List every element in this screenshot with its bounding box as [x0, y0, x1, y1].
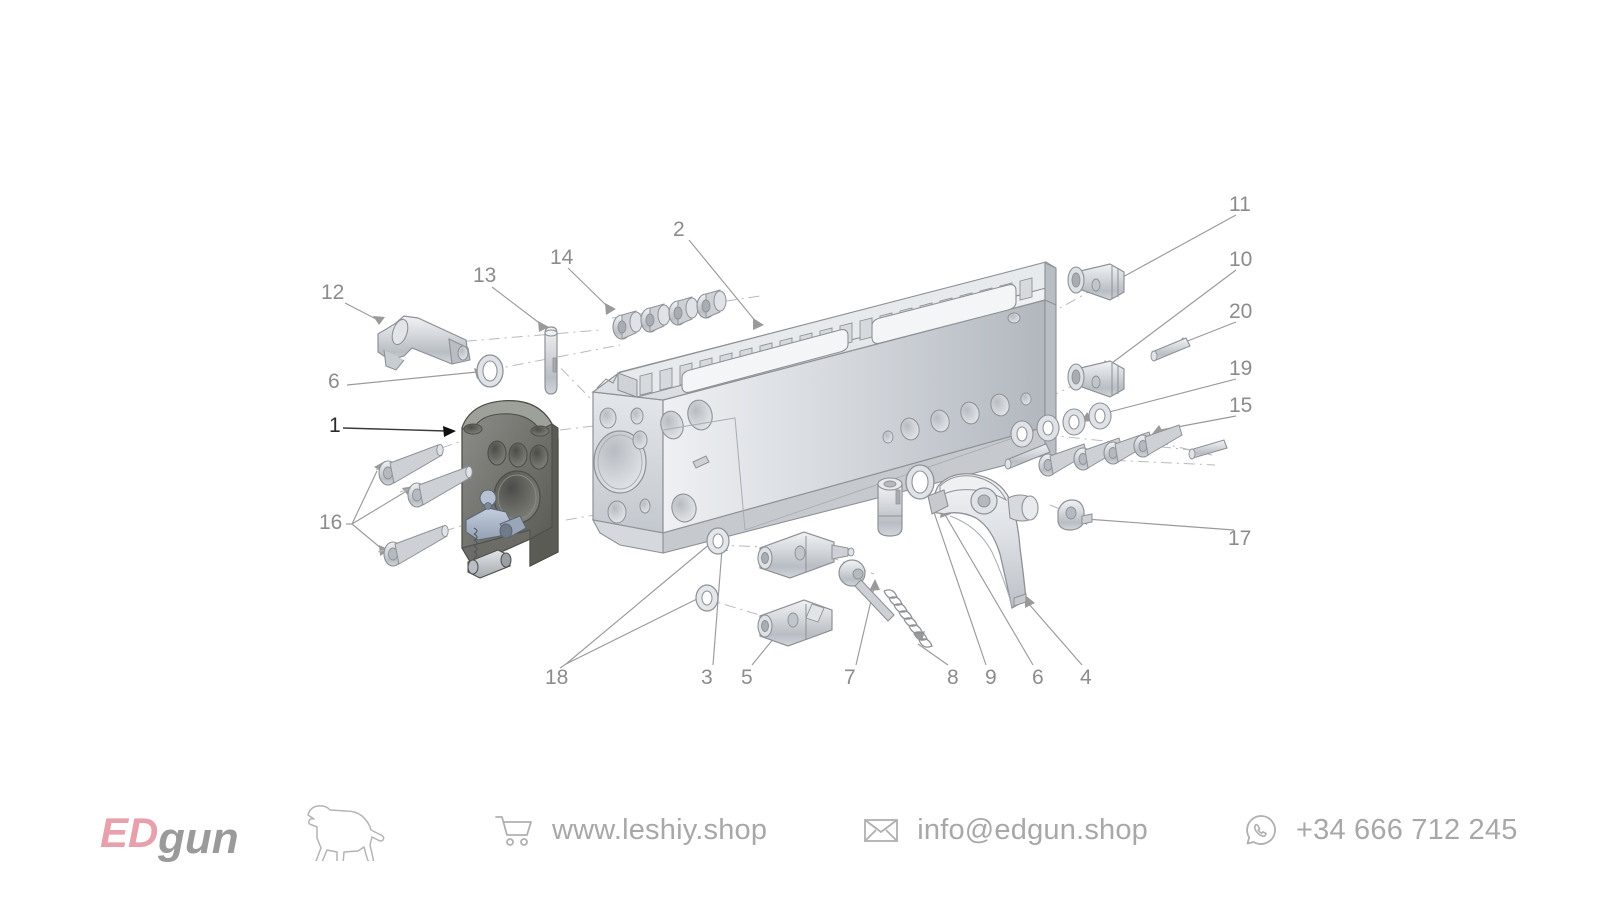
washer-flat-group-part-18 — [695, 527, 730, 612]
whatsapp-icon — [1246, 815, 1276, 845]
dowel-pin-group-part-20 — [1004, 337, 1228, 470]
callout-label-16: 16 — [319, 511, 342, 534]
callout-label-7: 7 — [844, 666, 856, 689]
exploded-diagram: 1 2 3 4 5 6 6 7 8 9 10 11 12 13 14 15 16… — [319, 193, 1252, 689]
phone-text: +34 666 712 245 — [1296, 813, 1518, 846]
callout-label-5: 5 — [741, 666, 753, 689]
dog-silhouette-icon — [307, 805, 385, 861]
stepped-bushing-group-part-14 — [612, 289, 727, 340]
website-text: www.leshiy.shop — [552, 813, 768, 846]
callout-label-2: 2 — [673, 218, 685, 241]
email-link[interactable]: info@edgun.shop — [863, 814, 1148, 847]
callout-label-13: 13 — [473, 264, 496, 287]
callout-labels: 1 2 3 4 5 6 6 7 8 9 10 11 12 13 14 15 16… — [319, 193, 1252, 689]
callout-label-8: 8 — [947, 666, 959, 689]
callout-label-15: 15 — [1229, 394, 1252, 417]
envelope-icon — [864, 819, 899, 842]
o-ring-part-6-left — [476, 354, 504, 388]
phone-link[interactable]: +34 666 712 245 — [1244, 813, 1518, 847]
coil-spring-part-8 — [883, 589, 933, 648]
valve-stem-pin-part-13 — [544, 326, 558, 395]
cylindrical-pin-block-part-5 — [757, 599, 833, 647]
footer-bar: ED gun www.leshiy.shop info@edgun.shop — [0, 760, 1600, 900]
ball-end-rod-part-7 — [838, 559, 895, 622]
breech-block-part-1 — [461, 400, 559, 579]
washer-ring-group-part-19 — [1010, 402, 1112, 448]
o-ring-part-6-right — [905, 464, 935, 500]
callout-label-9: 9 — [985, 666, 997, 689]
callout-label-3: 3 — [701, 666, 713, 689]
callout-label-6-right: 6 — [1032, 666, 1044, 689]
logo-ed-text: ED — [100, 809, 158, 856]
callout-label-4: 4 — [1080, 666, 1092, 689]
edgun-logo: ED gun — [100, 795, 386, 865]
callout-label-18: 18 — [545, 666, 568, 689]
email-text: info@edgun.shop — [917, 813, 1148, 846]
callout-label-11: 11 — [1229, 193, 1251, 216]
edgun-wordmark: ED gun — [100, 809, 239, 863]
callout-label-10: 10 — [1229, 248, 1252, 271]
callout-label-20: 20 — [1229, 300, 1252, 323]
callout-label-1: 1 — [329, 414, 341, 437]
callout-label-12: 12 — [321, 281, 344, 304]
bolt-handle-part-12 — [377, 315, 471, 371]
socket-screw-group-part-15 — [1038, 424, 1183, 477]
website-link[interactable]: www.leshiy.shop — [494, 813, 767, 847]
barrel-adapter-part-10 — [1067, 360, 1125, 398]
button-head-screw-part-17 — [1057, 499, 1093, 531]
callout-label-17: 17 — [1228, 527, 1251, 550]
trigger-guard-lever-arm-part-4 — [927, 473, 1039, 610]
socket-head-cap-screw-group-part-16 — [378, 443, 473, 567]
bushing-sleeve-part-9 — [877, 477, 903, 537]
receiver-body-part-2 — [591, 261, 1057, 554]
shopping-cart-icon — [495, 816, 532, 846]
logo-gun-text: gun — [157, 814, 239, 863]
callout-label-14: 14 — [550, 246, 574, 269]
barrel-adapter-part-11 — [1067, 263, 1125, 301]
callout-label-19: 19 — [1229, 357, 1252, 380]
callout-label-6-left: 6 — [328, 370, 340, 393]
cylindrical-pin-block-part-3 — [757, 531, 855, 579]
